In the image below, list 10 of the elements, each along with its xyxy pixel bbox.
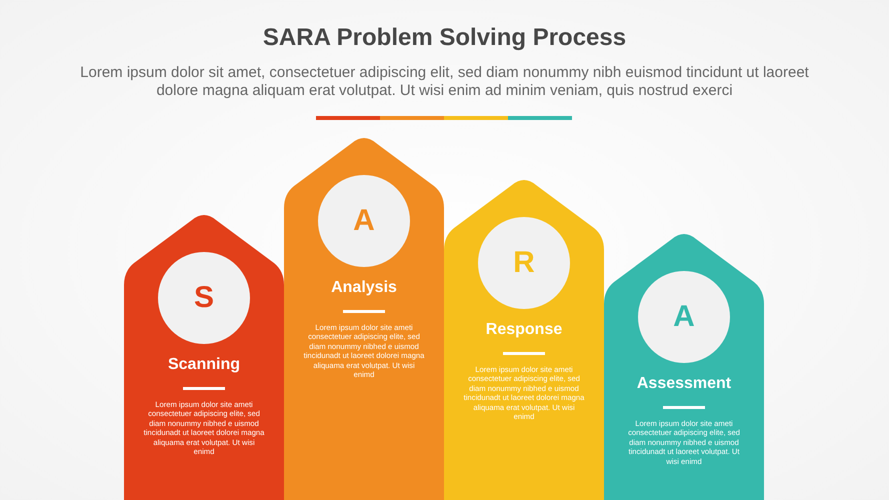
subtitle: Lorem ipsum dolor sit amet, consectetuer adipiscing elit, sed diam nonummy nibh euismod tincidunt ut laoreet dolore magna aliquam erat volutpat. Ut wisi enim ad minim veniam, quis nostrud exerci <box>79 64 810 100</box>
step-heading: Analysis <box>330 279 398 297</box>
step-letter: A <box>673 300 695 334</box>
step-heading: Response <box>484 321 564 339</box>
step-heading: Scanning <box>166 356 241 374</box>
title: SARA Problem Solving Process <box>262 24 628 52</box>
step-letter: S <box>194 281 214 315</box>
step-letter: A <box>353 204 375 238</box>
step-letter: R <box>513 246 535 280</box>
step-heading: Assessment <box>636 375 732 393</box>
